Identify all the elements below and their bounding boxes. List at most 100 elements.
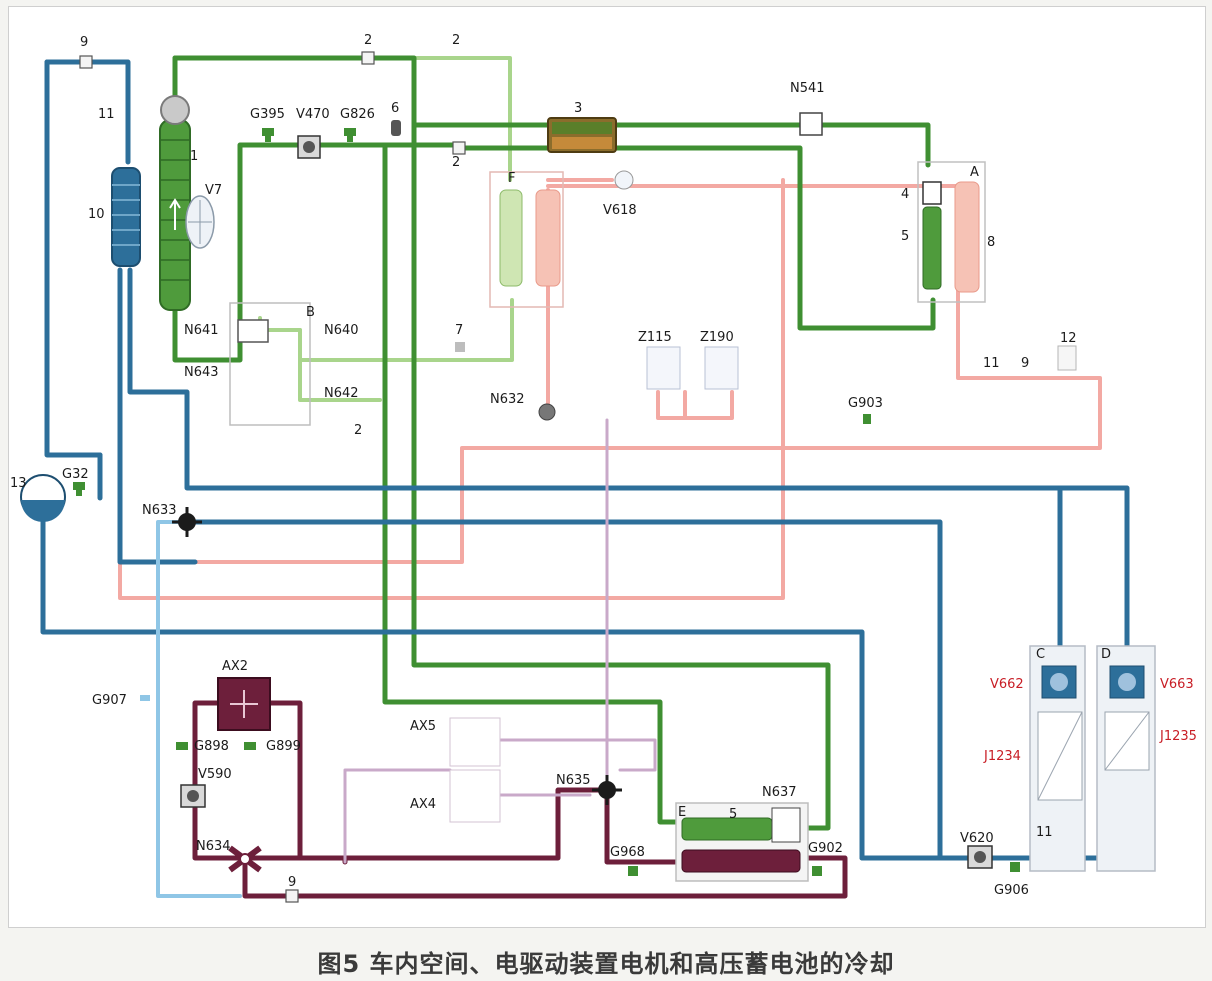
- label-g899: G899: [266, 739, 301, 754]
- temperature-sensors: [73, 128, 1020, 876]
- green-coolant-circuit: [172, 55, 936, 831]
- label-5a: 5: [901, 229, 909, 244]
- pump-n632: [538, 403, 556, 421]
- label-2d: 2: [354, 423, 362, 438]
- label-c: C: [1036, 647, 1045, 662]
- light-blue-circuit: [156, 520, 242, 898]
- label-11c: 11: [1036, 825, 1053, 840]
- label-n634: N634: [196, 839, 231, 854]
- heater-8: [954, 181, 980, 293]
- label-z190: Z190: [700, 330, 734, 345]
- label-g968: G968: [610, 845, 645, 860]
- label-g907: G907: [92, 693, 127, 708]
- heater-core-green: [499, 189, 523, 287]
- label-n641: N641: [184, 323, 219, 338]
- valve-n641: [237, 319, 269, 343]
- label-2c: 2: [452, 155, 460, 170]
- label-e: E: [678, 805, 686, 820]
- label-g898: G898: [194, 739, 229, 754]
- heater-block-f: [489, 171, 564, 308]
- valve-block-b: [229, 302, 311, 426]
- component-v618: [614, 170, 634, 190]
- label-6: 6: [391, 101, 399, 116]
- battery-module-d: [1096, 645, 1156, 872]
- block-e: [675, 802, 809, 882]
- label-v663: V663: [1160, 677, 1194, 692]
- sensor-6: [391, 120, 401, 136]
- label-9b: 9: [1021, 356, 1029, 371]
- label-7: 7: [455, 323, 463, 338]
- heater-z190: [704, 346, 739, 390]
- label-4: 4: [901, 187, 909, 202]
- sensor-7: [455, 342, 465, 352]
- power-electronics-ax2: [217, 677, 271, 731]
- four-way-valve-n634: [228, 845, 262, 873]
- label-1: 1: [190, 149, 198, 164]
- block-a: [917, 161, 986, 303]
- evaporator-5: [922, 206, 942, 290]
- label-v618: V618: [603, 203, 637, 218]
- four-way-valve-n633: [172, 507, 202, 537]
- label-ax5: AX5: [410, 719, 436, 734]
- four-way-valve-n635: [592, 775, 622, 805]
- chiller-3: [547, 117, 617, 153]
- label-11a: 11: [98, 107, 115, 122]
- label-b: B: [306, 305, 315, 320]
- reservoir-12: [1057, 345, 1077, 371]
- fan-v7-icon: [185, 195, 215, 249]
- label-12: 12: [1060, 331, 1077, 346]
- label-g903: G903: [848, 396, 883, 411]
- label-2a: 2: [364, 33, 372, 48]
- label-n635: N635: [556, 773, 591, 788]
- component-labels: 9 11 10 1 V7 G395 V470 G826 6 2 2 2 2 3 …: [10, 33, 1197, 898]
- module-ax4: [449, 769, 501, 823]
- pump-v470-core: [303, 141, 315, 153]
- label-13: 13: [10, 476, 27, 491]
- label-ax4: AX4: [410, 797, 436, 812]
- battery-module-c: [1029, 645, 1086, 872]
- radiator-1: [159, 119, 191, 311]
- pump-v590-core: [187, 790, 199, 802]
- label-9c: 9: [288, 875, 296, 890]
- valve-markers: [79, 51, 466, 903]
- label-j1235: J1235: [1159, 729, 1197, 744]
- label-n643: N643: [184, 365, 219, 380]
- heater-z115: [646, 346, 681, 390]
- label-9a: 9: [80, 35, 88, 50]
- expansion-tank-13: [20, 474, 66, 522]
- label-g902: G902: [808, 841, 843, 856]
- label-f: F: [508, 171, 515, 186]
- label-j1234: J1234: [983, 749, 1021, 764]
- label-v7: V7: [205, 183, 222, 198]
- label-g32: G32: [62, 467, 89, 482]
- label-g906: G906: [994, 883, 1029, 898]
- label-n541: N541: [790, 81, 825, 96]
- pink-heating-circuit: [118, 178, 1102, 600]
- heater-core-pink: [535, 189, 561, 287]
- label-v590: V590: [198, 767, 232, 782]
- label-10: 10: [88, 207, 105, 222]
- label-2b: 2: [452, 33, 460, 48]
- label-n640: N640: [324, 323, 359, 338]
- label-n637: N637: [762, 785, 797, 800]
- label-a: A: [970, 165, 979, 180]
- valve-4: [922, 181, 942, 205]
- label-v662: V662: [990, 677, 1024, 692]
- lilac-circuit: [343, 418, 657, 864]
- label-n642: N642: [324, 386, 359, 401]
- label-5b: 5: [729, 807, 737, 822]
- label-n633: N633: [142, 503, 177, 518]
- label-v470: V470: [296, 107, 330, 122]
- label-g395: G395: [250, 107, 285, 122]
- module-ax5: [449, 717, 501, 767]
- figure-caption: 图5 车内空间、电驱动装置电机和高压蓄电池的冷却: [317, 950, 895, 978]
- label-11b: 11: [983, 356, 1000, 371]
- label-d: D: [1101, 647, 1111, 662]
- label-v620: V620: [960, 831, 994, 846]
- heat-exchanger-10: [111, 167, 141, 267]
- label-ax2: AX2: [222, 659, 248, 674]
- label-8: 8: [987, 235, 995, 250]
- label-z115: Z115: [638, 330, 672, 345]
- valve-n541: [799, 112, 823, 136]
